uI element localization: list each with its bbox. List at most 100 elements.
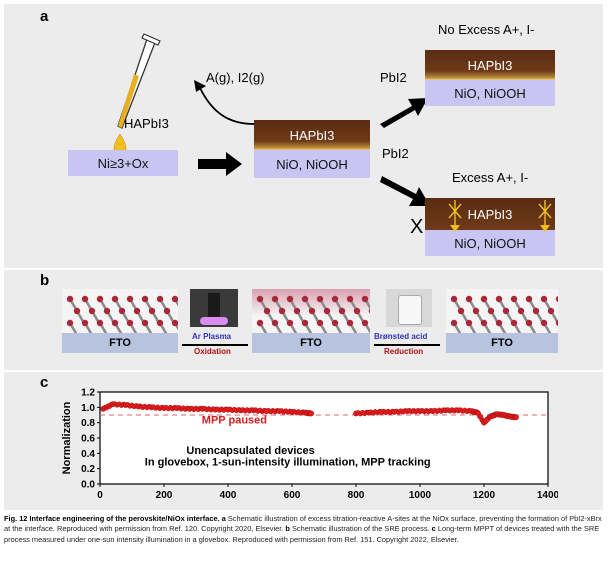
atom xyxy=(510,319,518,327)
atom xyxy=(457,307,465,315)
atom xyxy=(331,295,339,303)
mid-perovskite-layer: HAPbI3 xyxy=(254,120,370,150)
arrow-down-right-icon xyxy=(380,176,430,206)
atom xyxy=(465,295,473,303)
atom xyxy=(331,319,339,327)
pbi2-bottom-label: PbI2 xyxy=(382,146,409,161)
atom xyxy=(323,307,331,315)
atom xyxy=(66,319,74,327)
x-tick-label: 1200 xyxy=(473,490,496,501)
arrow-right-icon xyxy=(198,152,242,176)
atom xyxy=(346,295,354,303)
pbi2-top-label: PbI2 xyxy=(380,70,407,85)
crystal-1 xyxy=(62,289,178,333)
atom xyxy=(126,319,134,327)
step2-bottom-label: Reduction xyxy=(384,347,424,356)
atom xyxy=(96,319,104,327)
atom xyxy=(81,295,89,303)
atom xyxy=(487,307,495,315)
y-tick-label: 1.2 xyxy=(81,388,95,399)
crystal-2 xyxy=(252,289,370,333)
acid-photo xyxy=(386,289,432,327)
crystal-3 xyxy=(446,289,558,333)
y-tick-label: 1.0 xyxy=(81,403,95,414)
caption-part-a-label: a xyxy=(221,514,226,523)
pipette-icon xyxy=(113,33,161,156)
caption-part-c: Long-term MPPT of devices treated with t… xyxy=(4,524,600,544)
lattice-icon xyxy=(66,295,178,333)
atom xyxy=(502,307,510,315)
caption-part-b-label: b xyxy=(285,524,290,534)
atom xyxy=(480,295,488,303)
atom xyxy=(495,319,503,327)
mid-perovskite-label: HAPbI3 xyxy=(289,127,335,143)
x-tick-label: 1000 xyxy=(409,490,432,501)
fto-layer-1: FTO xyxy=(62,333,178,353)
atom xyxy=(450,295,458,303)
atom xyxy=(148,307,156,315)
step2-arrow xyxy=(374,344,440,346)
x-tick-label: 200 xyxy=(156,490,173,501)
atom xyxy=(141,295,149,303)
atom xyxy=(368,308,370,314)
atom xyxy=(361,295,369,303)
top-right-perovskite-layer: HAPbI3 xyxy=(425,50,555,80)
atom xyxy=(118,307,126,315)
atom xyxy=(256,319,264,327)
atom xyxy=(540,295,548,303)
atom xyxy=(263,307,271,315)
ion-arrows-icon xyxy=(448,200,552,232)
atom xyxy=(271,319,279,327)
atom xyxy=(480,319,488,327)
atom xyxy=(532,307,540,315)
atom xyxy=(66,295,74,303)
atom xyxy=(555,295,558,303)
y-tick-label: 0.8 xyxy=(81,418,95,429)
y-tick-label: 0.0 xyxy=(81,480,95,491)
atom xyxy=(316,295,324,303)
substrate-layer: Ni≥3+Ox xyxy=(68,150,178,176)
annotation-line2: In glovebox, 1-sun-intensity illuminatio… xyxy=(145,457,431,469)
atom xyxy=(133,307,141,315)
atom xyxy=(163,307,171,315)
y-tick-label: 0.2 xyxy=(81,464,95,475)
atom xyxy=(525,319,533,327)
atom xyxy=(495,295,503,303)
step1-arrow xyxy=(182,344,248,346)
atom xyxy=(293,307,301,315)
curved-arrow-icon xyxy=(194,80,255,125)
fto-layer-3: FTO xyxy=(446,333,558,353)
atom xyxy=(450,319,458,327)
y-axis-label: Normalization xyxy=(61,401,73,474)
y-tick-label: 0.4 xyxy=(81,449,95,460)
x-tick-label: 800 xyxy=(348,490,365,501)
atom xyxy=(141,319,149,327)
mid-nio-label: NiO, NiOOH xyxy=(276,156,348,172)
atom xyxy=(126,295,134,303)
y-tick-label: 0.6 xyxy=(81,434,95,445)
atom xyxy=(540,319,548,327)
atom xyxy=(256,295,264,303)
mid-nio-layer: NiO, NiOOH xyxy=(254,150,370,178)
atom xyxy=(465,319,473,327)
panel-a-label: a xyxy=(40,8,49,25)
cross-mark: X xyxy=(410,216,424,238)
atom xyxy=(81,319,89,327)
atom xyxy=(301,295,309,303)
data-point xyxy=(513,414,519,421)
bottom-right-nio-layer: NiO, NiOOH xyxy=(425,230,555,256)
pipette-label: HAPbI3 xyxy=(124,116,169,131)
atom xyxy=(547,307,555,315)
atom xyxy=(301,319,309,327)
atom xyxy=(111,295,119,303)
atom xyxy=(111,319,119,327)
step2-top-label: Brønsted acid xyxy=(374,332,428,341)
panel-b-label: b xyxy=(40,272,50,289)
atom xyxy=(525,295,533,303)
atom xyxy=(88,307,96,315)
step1-bottom-label: Oxidation xyxy=(194,347,231,356)
atom xyxy=(338,307,346,315)
top-right-perovskite-label: HAPbI3 xyxy=(467,57,513,73)
